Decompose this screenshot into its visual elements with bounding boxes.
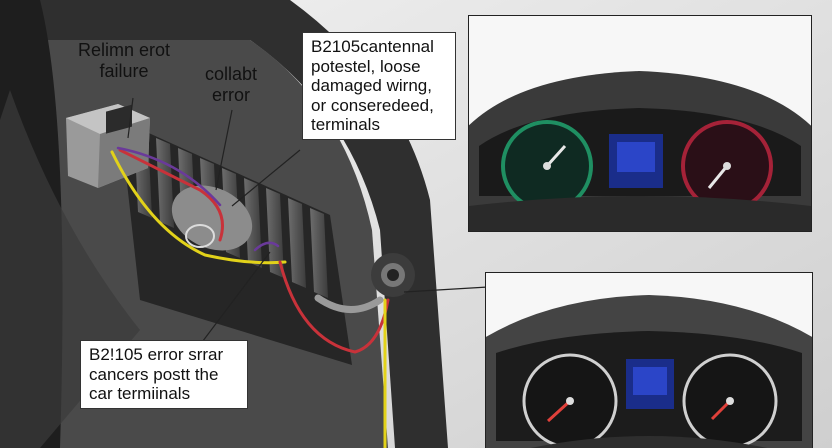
instrument-cluster-inset-bottom xyxy=(485,272,813,448)
callout-line: terminals xyxy=(311,115,380,135)
instrument-cluster-inset-top xyxy=(468,15,812,232)
callout-connector-error: collabt error xyxy=(205,64,257,105)
vent-slot xyxy=(288,198,306,288)
callout-relay-failure: Relimn erot failure xyxy=(78,40,170,81)
callout-line: or conseredeed, xyxy=(311,95,434,115)
leader-circuit xyxy=(231,149,301,207)
callout-circuit-causes: B2105cantennal potestel, loose damaged w… xyxy=(302,32,456,140)
callout-line: Relimn erot xyxy=(78,40,171,60)
callout-line: car termiinals xyxy=(89,384,191,404)
grommet xyxy=(371,253,415,297)
callout-line: collabt xyxy=(205,64,258,84)
steering-rim xyxy=(469,196,811,231)
callout-line: failure xyxy=(99,60,149,81)
oval-connector xyxy=(171,185,253,251)
leader-inset-bottom xyxy=(403,286,489,293)
callout-line: B2105cantennal xyxy=(311,37,434,56)
callout-error-summary: B2!105 error srrar cancers postt the car… xyxy=(80,340,248,409)
leader-collabt xyxy=(215,109,233,191)
steering-rim xyxy=(531,436,767,448)
right-gauge xyxy=(681,120,773,212)
center-display xyxy=(626,359,674,409)
instrument-cluster-bottom xyxy=(486,273,812,448)
left-gauge xyxy=(501,120,593,212)
vent-slot xyxy=(244,178,262,268)
callout-line: potestel, loose xyxy=(311,56,421,76)
callout-line: error xyxy=(212,84,251,105)
callout-line: B2!105 error srrar xyxy=(89,345,224,364)
callout-line: cancers postt the xyxy=(89,364,219,384)
center-display xyxy=(609,134,663,188)
vent-slot xyxy=(266,188,284,278)
instrument-cluster-top xyxy=(469,16,811,231)
vent-slot xyxy=(310,208,328,298)
wiring-harness xyxy=(110,146,390,448)
callout-line: damaged wirng, xyxy=(311,76,432,96)
right-gauge xyxy=(682,353,778,448)
leader-relay xyxy=(127,97,134,139)
left-gauge xyxy=(522,353,618,448)
